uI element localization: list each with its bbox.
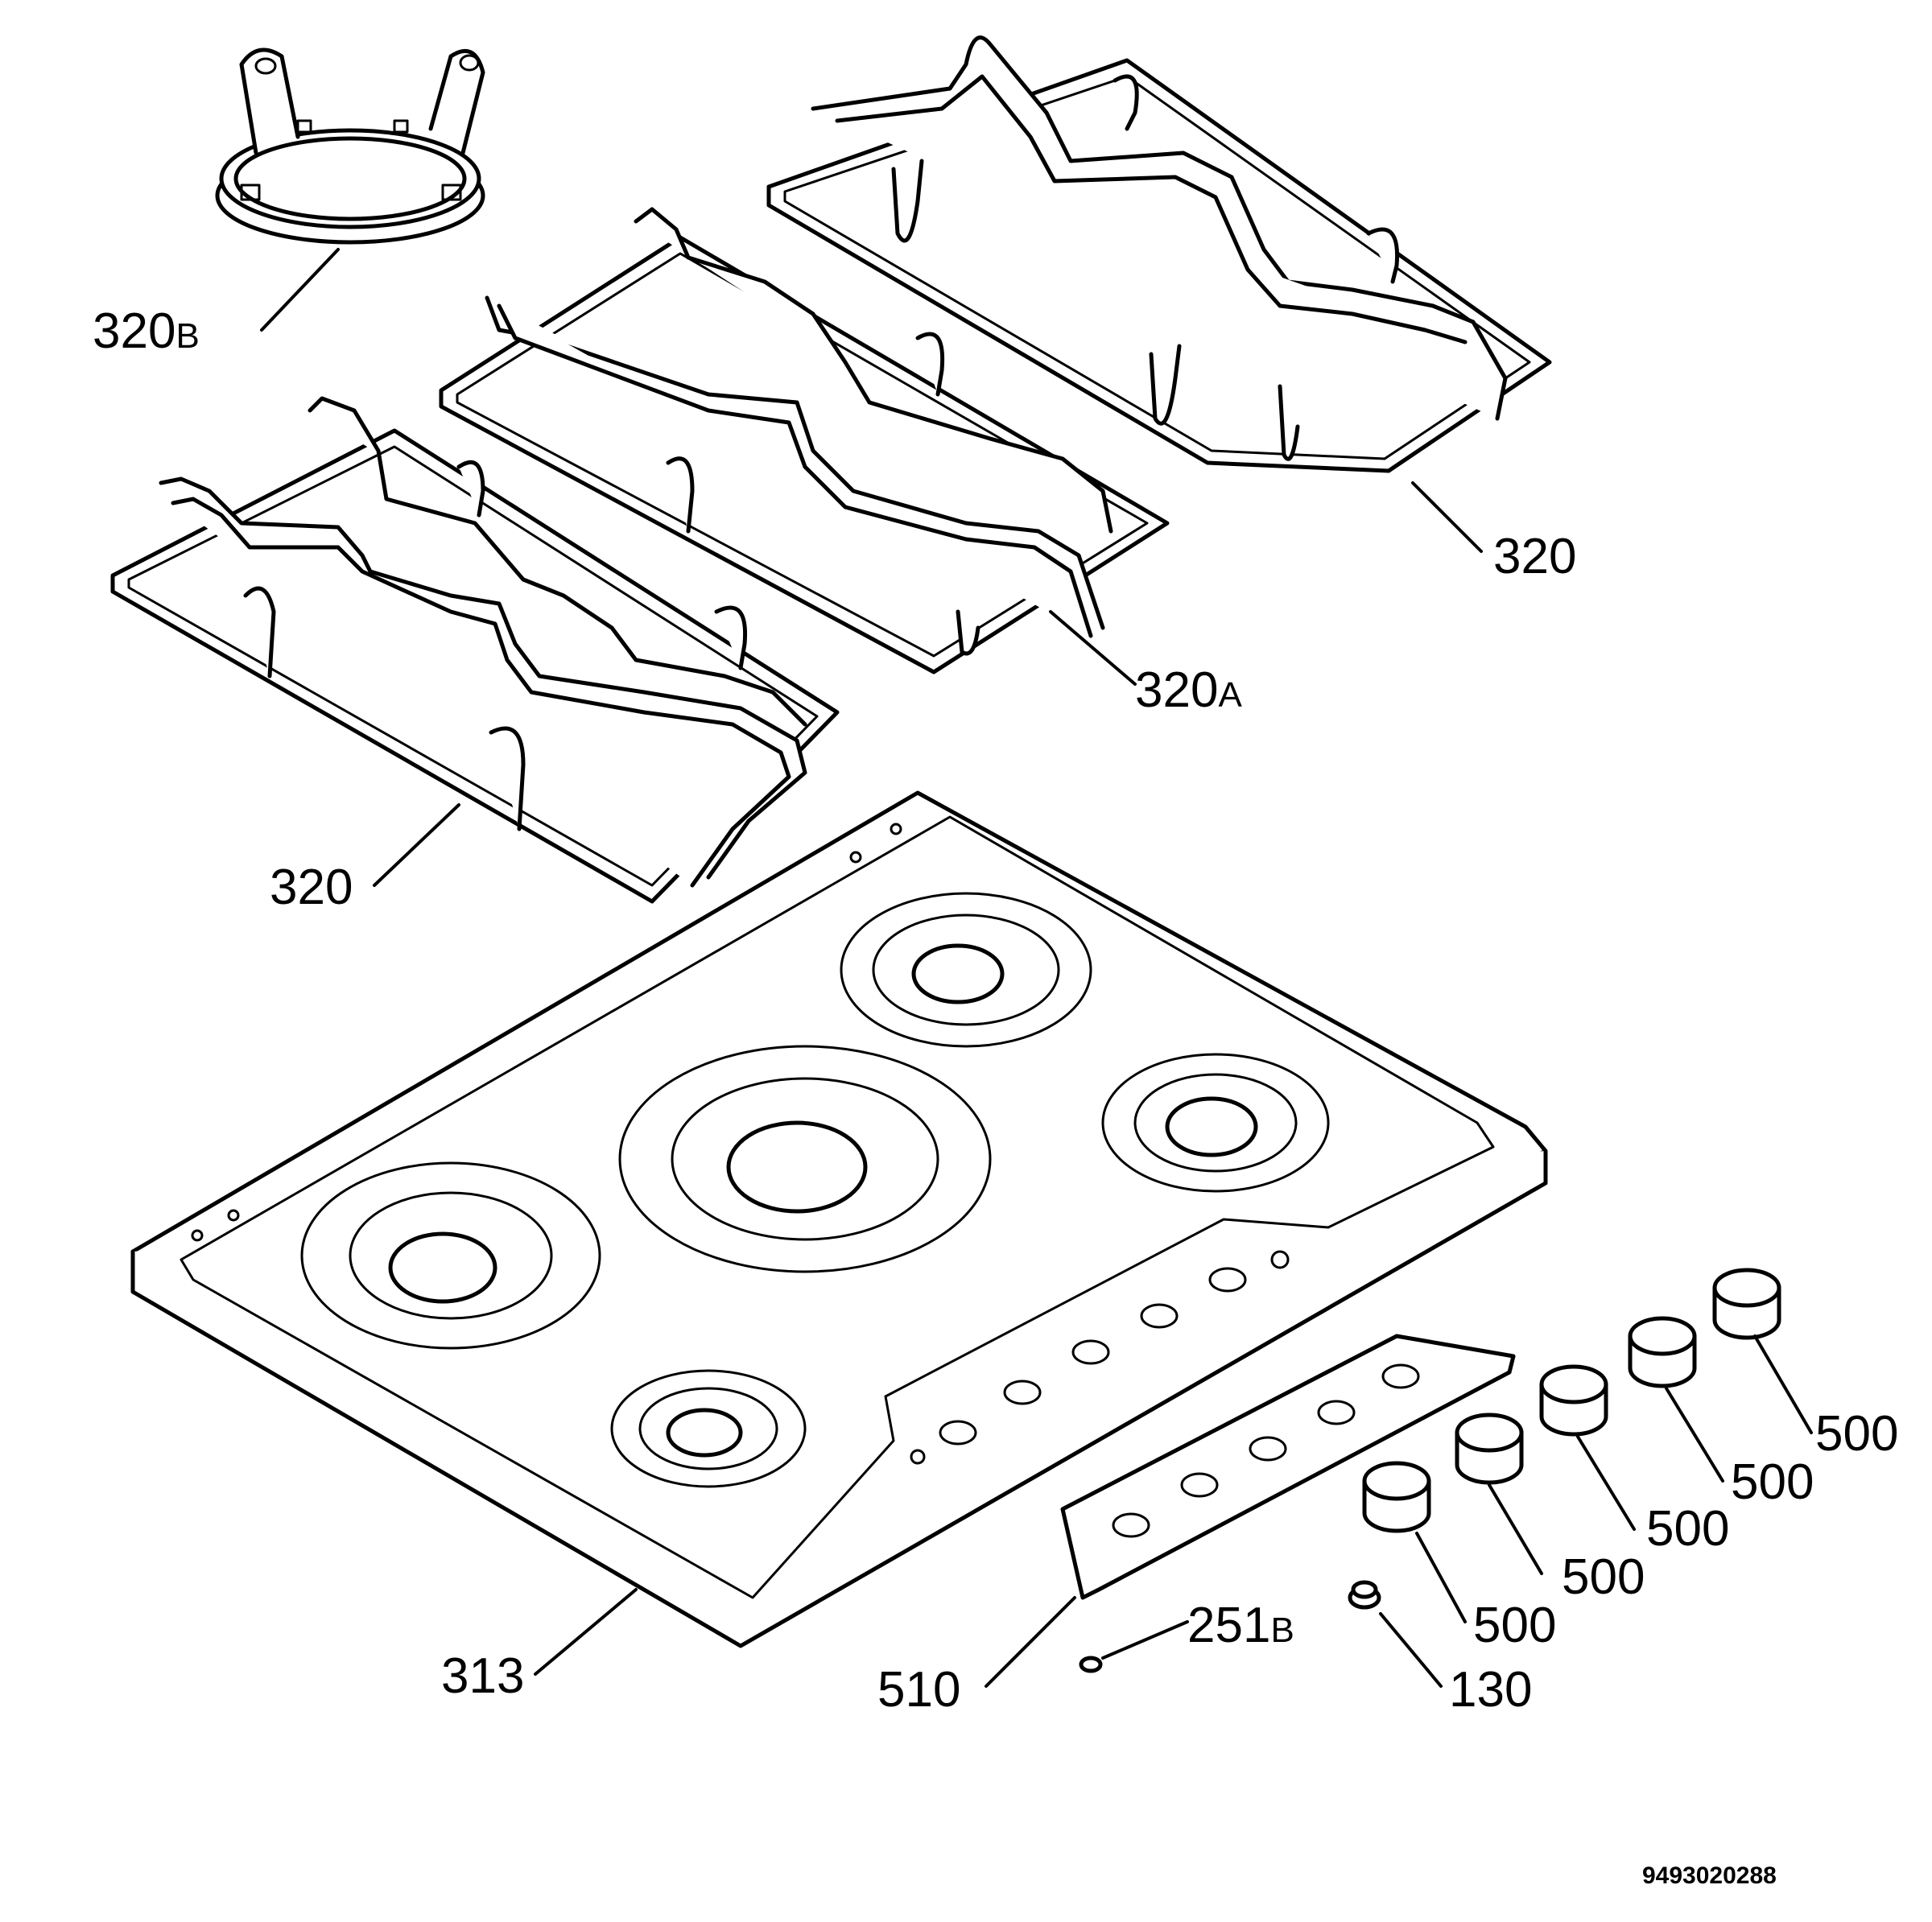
leader-500-c [1576, 1435, 1636, 1531]
label-130: 130 [1449, 1662, 1532, 1718]
label-320b: 320B [93, 303, 200, 359]
knob-5 [1712, 1268, 1781, 1340]
leader-130 [1379, 1612, 1443, 1688]
leader-500-e [1753, 1334, 1813, 1434]
leader-313 [534, 1588, 638, 1676]
label-500-c: 500 [1646, 1501, 1729, 1557]
cap-part [1079, 1656, 1103, 1673]
burner-front-small [610, 1369, 807, 1488]
pan-support-middle [439, 207, 1170, 674]
label-320-top: 320 [1493, 529, 1576, 584]
wok-ring-part [215, 47, 485, 245]
control-panel-part [1060, 1334, 1516, 1600]
label-500-a: 500 [1473, 1598, 1556, 1653]
pan-support-top-right [766, 35, 1552, 473]
label-500-b: 500 [1562, 1549, 1645, 1605]
knob-1 [1362, 1461, 1431, 1533]
label-500-e: 500 [1815, 1406, 1898, 1462]
label-320a: 320A [1135, 662, 1242, 718]
label-313: 313 [441, 1648, 524, 1704]
label-320-left: 320 [270, 860, 353, 915]
leader-500-a [1415, 1532, 1467, 1623]
leader-320-top [1411, 481, 1483, 553]
bush-part [1348, 1580, 1381, 1610]
knob-2 [1455, 1413, 1524, 1485]
knob-4 [1628, 1316, 1697, 1388]
leader-500-b [1488, 1483, 1543, 1575]
leader-510 [985, 1596, 1076, 1688]
leader-251b [1101, 1620, 1189, 1660]
knob-3 [1539, 1364, 1608, 1437]
leader-320a [1049, 610, 1137, 686]
leader-500-d [1665, 1387, 1724, 1483]
leader-320b [260, 248, 340, 332]
burner-left [300, 1161, 601, 1350]
document-number: 9493020288 [1642, 1862, 1777, 1889]
pan-support-left [110, 396, 840, 904]
label-251b: 251B [1187, 1598, 1294, 1653]
burner-right [1101, 1053, 1330, 1193]
hob-top-plate [130, 790, 1548, 1648]
leader-320-left [373, 803, 460, 887]
label-510: 510 [877, 1662, 960, 1718]
burner-rear-right [840, 892, 1092, 1048]
burner-center-large [618, 1045, 992, 1273]
label-500-d: 500 [1731, 1454, 1814, 1510]
